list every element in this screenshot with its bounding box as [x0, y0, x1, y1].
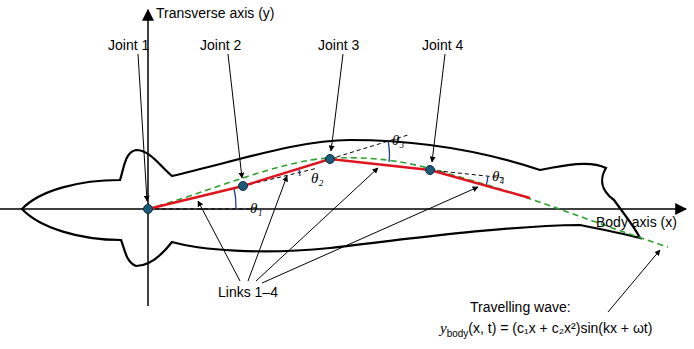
joint-label: Joint 3 — [318, 38, 359, 53]
transverse-axis — [147, 10, 149, 306]
angle-reference-lines — [148, 135, 505, 209]
link-leaders — [198, 168, 478, 283]
wave-leader — [608, 250, 660, 312]
angle-label: θ₃ — [392, 132, 405, 149]
link-label: Links 1–4 — [218, 285, 278, 300]
travelling-wave — [148, 158, 668, 247]
joint-dots — [144, 155, 435, 214]
body-axis — [0, 208, 686, 210]
axis-label: Transverse axis (y) — [156, 6, 275, 21]
joint-label: Joint 2 — [200, 38, 241, 53]
subscript: body — [447, 328, 469, 339]
wave-equation: ybody(x, t) = (c₁x + c₂x²)sin(kx + ωt) — [440, 320, 652, 339]
angle-label: θ₁ — [250, 200, 263, 217]
joint-label: Joint 4 — [422, 38, 463, 53]
dolphin-outline — [22, 140, 640, 266]
joint-label: Joint 1 — [108, 38, 149, 53]
angle-label: θ₂ — [311, 170, 324, 187]
axis-label: Body axis (x) — [596, 215, 677, 230]
equation-text: y — [440, 320, 447, 336]
wave-caption: Travelling wave: — [470, 300, 571, 315]
equation-text: (x, t) = (c₁x + c₂x²)sin(kx + ωt) — [468, 320, 652, 336]
angle-label: θ₄ — [492, 168, 505, 185]
joint-leaders — [138, 54, 445, 201]
body-links — [148, 159, 530, 209]
